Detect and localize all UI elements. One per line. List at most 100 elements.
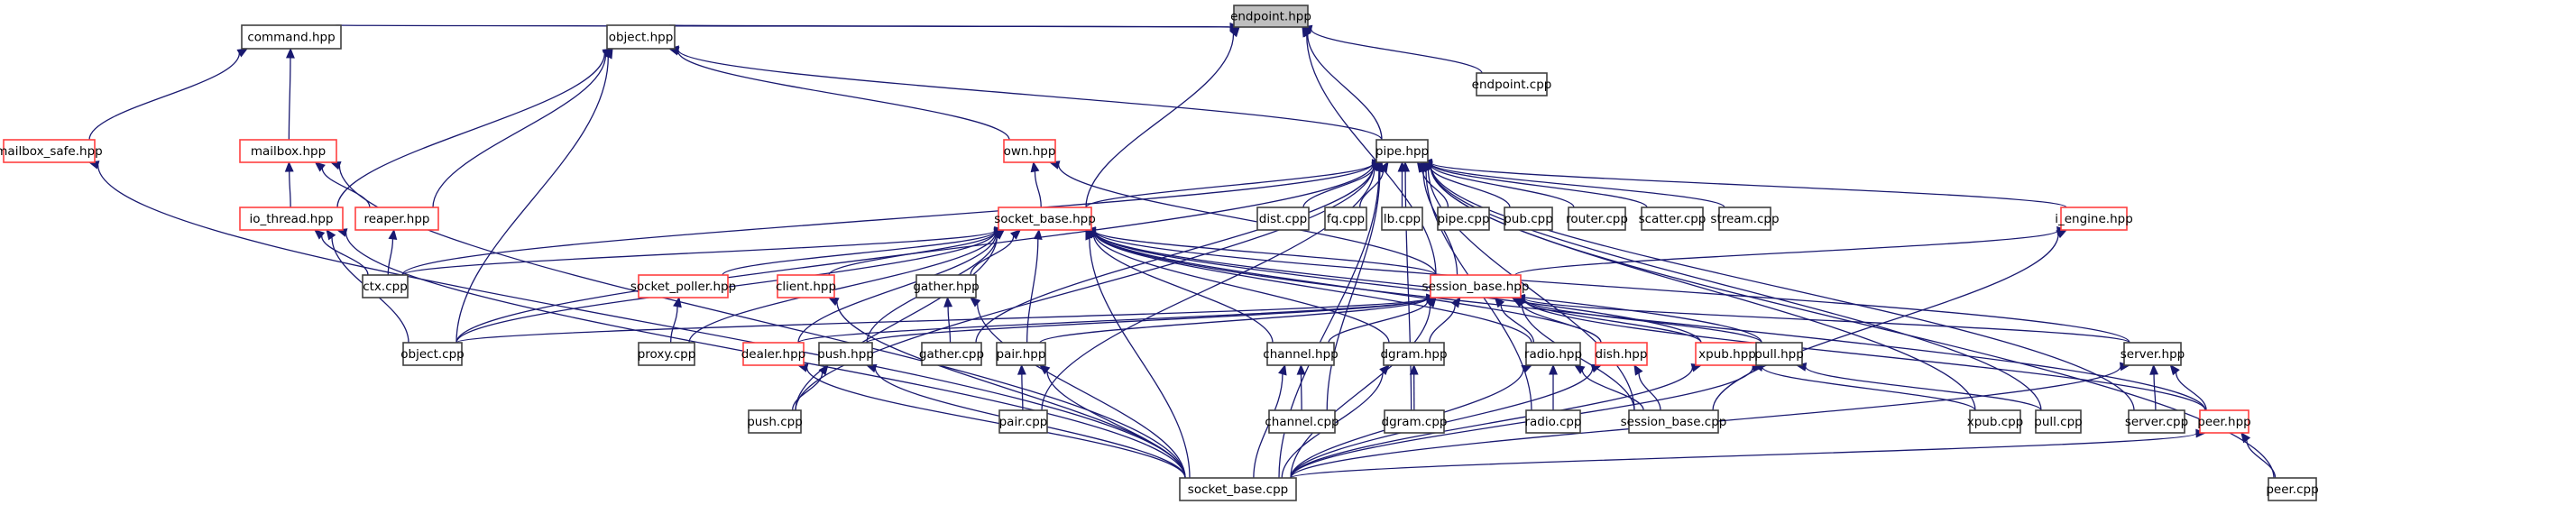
graph-node-peer-hpp[interactable]: peer.hpp xyxy=(2197,409,2251,434)
edge-socket_base_cpp-to-pair_hpp xyxy=(1046,371,1186,479)
graph-node-push-hpp[interactable]: push.hpp xyxy=(817,342,874,366)
graph-node-dist-cpp[interactable]: dist.cpp xyxy=(1256,207,1310,231)
graph-node-server-cpp[interactable]: server.cpp xyxy=(2125,409,2188,434)
graph-node-scatter-cpp[interactable]: scatter.cpp xyxy=(1639,207,1707,231)
node-box xyxy=(921,342,982,366)
node-box xyxy=(1641,207,1704,231)
graph-node-server-hpp[interactable]: server.hpp xyxy=(2121,342,2185,366)
edge-ctx_cpp-to-socket_base_hpp xyxy=(401,230,996,276)
edge-dgram_cpp-to-pipe_hpp xyxy=(1404,170,1412,411)
graph-node-radio-hpp[interactable]: radio.hpp xyxy=(1524,342,1582,366)
graph-node-router-cpp[interactable]: router.cpp xyxy=(1566,207,1628,231)
edge-endpoint_cpp-to-endpoint_hpp xyxy=(1311,29,1483,74)
graph-node-lb-cpp[interactable]: lb.cpp xyxy=(1381,207,1423,231)
node-label: ctx.cpp xyxy=(363,280,408,294)
edge-pull_cpp-to-pipe_hpp xyxy=(1430,165,2042,411)
edge-socket_base_hpp-to-pipe_hpp xyxy=(1085,162,1374,208)
graph-node-pair-hpp[interactable]: pair.hpp xyxy=(996,342,1046,366)
graph-node-stream-cpp[interactable]: stream.cpp xyxy=(1710,207,1780,231)
edge-xpub_hpp-to-session_base_hpp xyxy=(1523,299,1702,344)
graph-node-peer-cpp[interactable]: peer.cpp xyxy=(2266,477,2319,501)
graph-node-endpoint-cpp[interactable]: endpoint.cpp xyxy=(1472,72,1552,96)
arrowhead-icon xyxy=(673,296,682,308)
graph-node-own-hpp[interactable]: own.hpp xyxy=(1003,139,1056,163)
node-box xyxy=(1256,207,1310,231)
graph-node-i-engine-hpp[interactable]: i_engine.hpp xyxy=(2055,207,2133,231)
edge-pair_hpp-to-session_base_hpp xyxy=(1039,298,1428,344)
graph-node-mailbox-hpp[interactable]: mailbox.hpp xyxy=(239,139,337,163)
graph-node-io-thread-hpp[interactable]: io_thread.hpp xyxy=(239,207,344,231)
edge-socket_poller_hpp-to-socket_base_hpp xyxy=(722,230,996,276)
node-label: gather.hpp xyxy=(913,280,979,294)
graph-node-endpoint-hpp[interactable]: endpoint.hpp xyxy=(1230,5,1311,28)
graph-node-channel-cpp[interactable]: channel.cpp xyxy=(1265,409,1339,434)
edge-dealer_hpp-to-socket_base_hpp xyxy=(797,234,997,344)
node-box xyxy=(1268,409,1336,434)
graph-node-radio-cpp[interactable]: radio.cpp xyxy=(1524,409,1582,434)
graph-node-xpub-cpp[interactable]: xpub.cpp xyxy=(1967,409,2024,434)
graph-node-gather-hpp[interactable]: gather.hpp xyxy=(913,274,980,298)
node-box xyxy=(1568,207,1626,231)
node-label: client.hpp xyxy=(776,280,836,294)
node-label: scatter.cpp xyxy=(1639,212,1707,226)
graph-node-pull-cpp[interactable]: pull.cpp xyxy=(2034,409,2083,434)
edge-stream_cpp-to-pipe_hpp xyxy=(1431,162,1725,208)
arrowhead-icon xyxy=(1038,364,1051,375)
node-label: pull.cpp xyxy=(2034,415,2082,429)
graph-node-gather-cpp[interactable]: gather.cpp xyxy=(919,342,984,366)
node-label: router.cpp xyxy=(1566,212,1628,226)
graph-node-reaper-hpp[interactable]: reaper.hpp xyxy=(354,207,439,231)
graph-node-dish-hpp[interactable]: dish.hpp xyxy=(1595,342,1648,366)
node-box xyxy=(239,207,344,231)
graph-node-object-hpp[interactable]: object.hpp xyxy=(606,24,676,50)
graph-node-mailbox-safe-hpp[interactable]: mailbox_safe.hpp xyxy=(0,139,103,163)
node-label: server.cpp xyxy=(2125,415,2188,429)
graph-node-socket-poller-hpp[interactable]: socket_poller.hpp xyxy=(630,274,736,298)
arrowhead-icon xyxy=(1085,228,1094,241)
graph-node-command-hpp[interactable]: command.hpp xyxy=(241,24,342,50)
arrowhead-icon xyxy=(314,229,326,240)
graph-node-pub-cpp[interactable]: pub.cpp xyxy=(1504,207,1553,231)
node-box xyxy=(2060,207,2128,231)
graph-node-dealer-hpp[interactable]: dealer.hpp xyxy=(741,342,806,366)
node-box xyxy=(354,207,439,231)
graph-node-client-hpp[interactable]: client.hpp xyxy=(776,274,836,298)
edge-gather_cpp-to-pipe_hpp xyxy=(975,166,1375,344)
graph-node-pair-cpp[interactable]: pair.cpp xyxy=(998,409,1048,434)
graph-node-dgram-cpp[interactable]: dgram.cpp xyxy=(1382,409,1448,434)
arrowhead-icon xyxy=(1375,161,1384,173)
graph-node-socket-base-hpp[interactable]: socket_base.hpp xyxy=(994,207,1096,231)
edge-socket_base_cpp-to-pull_hpp xyxy=(1290,367,1753,479)
graph-node-push-cpp[interactable]: push.cpp xyxy=(747,409,803,434)
arrowhead-icon xyxy=(970,297,981,308)
node-box xyxy=(2128,409,2185,434)
graph-node-dgram-hpp[interactable]: dgram.hpp xyxy=(1380,342,1448,366)
graph-node-ctx-cpp[interactable]: ctx.cpp xyxy=(362,274,409,298)
node-box xyxy=(638,342,695,366)
node-label: endpoint.cpp xyxy=(1472,78,1552,92)
graph-node-proxy-cpp[interactable]: proxy.cpp xyxy=(638,342,696,366)
edge-socket_base_hpp-to-own_hpp xyxy=(1034,170,1042,208)
edge-socket_base_cpp-to-mailbox_safe_hpp xyxy=(97,164,1186,479)
node-box xyxy=(3,139,96,163)
edge-gather_cpp-to-gather_hpp xyxy=(947,306,952,344)
graph-node-pull-hpp[interactable]: pull.hpp xyxy=(1754,342,1804,366)
graph-node-session-base-hpp[interactable]: session_base.hpp xyxy=(1422,274,1530,298)
graph-node-channel-hpp[interactable]: channel.hpp xyxy=(1263,342,1339,366)
graph-node-socket-base-cpp[interactable]: socket_base.cpp xyxy=(1179,477,1297,501)
node-box xyxy=(1179,477,1297,501)
arrowhead-icon xyxy=(1229,26,1240,38)
node-box xyxy=(2268,477,2317,501)
edge-session_base_hpp-to-i_engine_hpp xyxy=(1514,230,2058,276)
arrowhead-icon xyxy=(1549,363,1558,375)
graph-node-pipe-cpp[interactable]: pipe.cpp xyxy=(1437,207,1490,231)
graph-node-pipe-hpp[interactable]: pipe.hpp xyxy=(1375,139,1429,163)
arrowhead-icon xyxy=(1296,363,1306,375)
graph-node-object-cpp[interactable]: object.cpp xyxy=(400,342,465,366)
edge-reaper_hpp-to-object_hpp xyxy=(432,54,607,208)
node-label: pipe.cpp xyxy=(1437,212,1489,226)
graph-node-xpub-hpp[interactable]: xpub.hpp xyxy=(1695,342,1760,366)
node-label: endpoint.hpp xyxy=(1230,10,1311,24)
graph-node-fq-cpp[interactable]: fq.cpp xyxy=(1324,207,1367,231)
graph-node-session-base-cpp[interactable]: session_base.cpp xyxy=(1621,409,1727,434)
